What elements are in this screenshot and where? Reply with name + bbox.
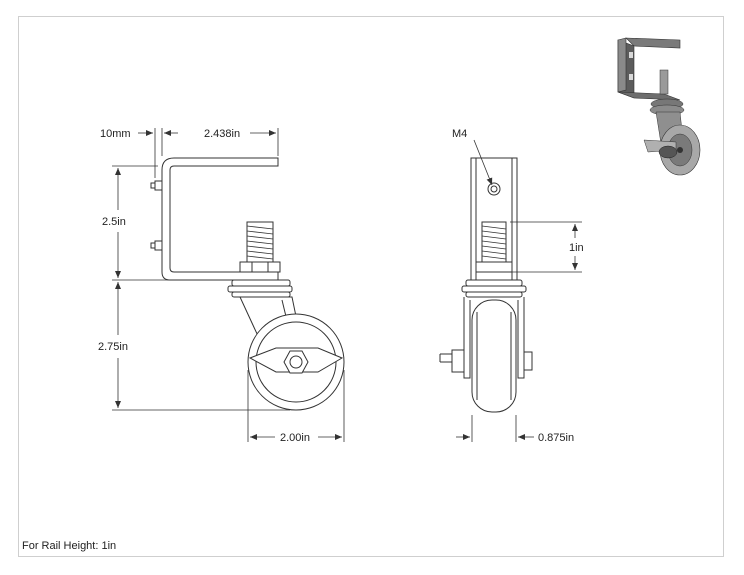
drawing-frame <box>18 16 724 557</box>
dim-caster-height: 2.75in <box>98 341 128 353</box>
dim-thread-size: M4 <box>452 128 467 140</box>
dimension-labels: 10mm 2.438in 2.5in 2.75in 2.00in M4 1in … <box>98 128 584 444</box>
dim-stem-length: 1in <box>569 242 584 254</box>
front-view <box>439 157 533 413</box>
rail-height-note: For Rail Height: 1in <box>22 540 117 552</box>
dimension-lines <box>112 128 582 442</box>
dim-tab-thickness: 10mm <box>100 128 131 140</box>
dim-bracket-height: 2.5in <box>102 216 126 228</box>
isometric-caster-image <box>617 37 701 176</box>
dim-wheel-width: 0.875in <box>538 432 574 444</box>
dim-wheel-diameter: 2.00in <box>280 432 310 444</box>
dim-bracket-width: 2.438in <box>204 128 240 140</box>
side-view <box>150 157 345 411</box>
